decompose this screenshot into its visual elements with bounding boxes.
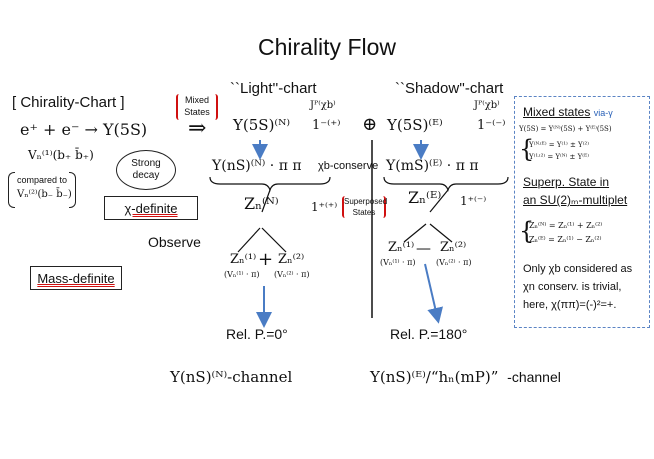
reaction-equation: e⁺ + e⁻ → Υ(5S)	[20, 120, 148, 139]
light-underbrace	[209, 176, 331, 192]
via-gamma: via-γ	[593, 108, 613, 118]
rel-p-light: Rel. P.=0°	[226, 326, 288, 342]
shadow-zb: Zₙ⁽ᴱ⁾	[408, 188, 442, 207]
shadow-y5s: Υ(5S)⁽ᴱ⁾	[387, 116, 443, 134]
shadow-relp-arrow	[424, 263, 443, 324]
side-eq1: Υ(5S) = Υ⁽ᴺ⁾(5S) + Υ⁽ᴱ⁾(5S)	[519, 125, 612, 133]
shadow-yms-pipi: Υ(mS)⁽ᴱ⁾ · π π	[386, 158, 479, 174]
side-brace-2: {	[519, 217, 535, 245]
superposed-states-box: Superposed States	[342, 196, 388, 218]
strong-decay-ellipse: Strong decay	[116, 150, 176, 190]
vb1-label: Vₙ⁽¹⁾(b₊ b̄₊)	[28, 148, 94, 162]
observe-label: Observe	[148, 234, 201, 250]
light-z2: Zₙ⁽²⁾	[278, 252, 305, 267]
mass-definite-text: Mass-definite	[37, 270, 115, 286]
light-yns-pipi: Υ(nS)⁽ᴺ⁾ · π π	[212, 158, 302, 174]
mixed-states-box: Mixed States	[176, 94, 218, 120]
light-zb: Zₙ⁽ᴺ⁾	[244, 194, 279, 213]
compared-to-text: compared to	[17, 175, 68, 185]
side-info-box: Mixed states via-γ Υ(5S) = Υ⁽ᴺ⁾(5S) + Υ⁽…	[514, 96, 650, 328]
side-eq3: Υ⁽¹ʴ²⁾ = Υ⁽ᴺ⁾ ± Υ⁽ᴱ⁾	[529, 153, 589, 161]
light-v2: (Vₙ⁽²⁾ · π)	[274, 270, 310, 279]
oplus-symbol: ⊕	[362, 114, 378, 135]
light-z1: Zₙ⁽¹⁾	[230, 252, 257, 267]
rel-p-shadow: Rel. P.=180°	[390, 326, 468, 342]
page-title: Chirality Flow	[257, 34, 397, 60]
shadow-z1: Zₙ⁽¹⁾	[388, 240, 415, 255]
jp-label-left: Jᴾ⁽χb⁾	[310, 100, 336, 111]
light-jp-z: 1⁺⁽⁺⁾	[311, 200, 338, 214]
shadow-chart-header: ``Shadow''-chart	[395, 80, 504, 97]
shadow-channel-math: Υ(nS)⁽ᴱ⁾/“hₙ(mP)”	[370, 368, 499, 386]
reaction-implies-arrow: ⇒	[188, 116, 207, 141]
side-only: Only χb considered as	[523, 263, 633, 275]
shadow-underbrace	[383, 176, 509, 192]
side-chin: χn conserv. is trivial,	[523, 281, 622, 293]
chib-conserve-label: χb-conserve	[318, 160, 379, 172]
light-chart-header: ``Light''-chart	[230, 80, 317, 97]
light-channel: Υ(nS)⁽ᴺ⁾-channel	[170, 368, 293, 386]
shadow-jp-value: 1⁻⁽⁻⁾	[477, 118, 506, 133]
jp-label-right: Jᴾ⁽χb⁾	[474, 100, 500, 111]
side-eq4: Zₙ⁽ᴺ⁾ = Zₙ⁽¹⁾ + Zₙ⁽²⁾	[529, 221, 603, 230]
chi-definite-text: χ-definite	[124, 200, 178, 216]
light-v1: (Vₙ⁽¹⁾ · π)	[224, 270, 260, 279]
strong-decay-text: Strong decay	[131, 158, 161, 181]
shadow-channel: Υ(nS)⁽ᴱ⁾/“hₙ(mP)” -channel	[370, 368, 561, 386]
side-superp-1: Superp. State in	[523, 175, 610, 189]
side-here: here, χ(ππ)=(-)²=+.	[523, 299, 617, 311]
side-superp-2: an SU(2)ₘ-multiplet	[523, 193, 628, 207]
shadow-jp-z: 1⁺⁽⁻⁾	[460, 194, 487, 208]
side-eq5: Zₙ⁽ᴱ⁾ = Zₙ⁽¹⁾ − Zₙ⁽²⁾	[529, 235, 602, 244]
shadow-channel-suffix: -channel	[507, 369, 561, 385]
shadow-v1: (Vₙ⁽¹⁾ · π)	[380, 258, 416, 267]
superposed-states-text: Superposed States	[344, 197, 388, 217]
vb2-label: Vₙ⁽²⁾(b₋ b̄₋)	[17, 189, 72, 200]
side-mixed-states-header: Mixed states via-γ	[523, 105, 613, 119]
shadow-minus: —	[416, 239, 431, 257]
mixed-states-text: Mixed States	[184, 95, 210, 117]
light-plus: +	[258, 249, 274, 270]
shadow-z2: Zₙ⁽²⁾	[440, 240, 467, 255]
side-brace-1: {	[519, 135, 535, 163]
side-eq2: Υ⁽ᴺʴᴱ⁾ = Υ⁽¹⁾ ± Υ⁽²⁾	[529, 141, 589, 149]
chi-definite-box: χ-definite	[104, 196, 198, 220]
light-jp-value: 1⁻⁽⁺⁾	[312, 118, 341, 133]
light-y5s: Υ(5S)⁽ᴺ⁾	[233, 116, 291, 134]
mass-definite-box: Mass-definite	[30, 266, 122, 290]
shadow-v2: (Vₙ⁽²⁾ · π)	[436, 258, 472, 267]
chirality-chart-label: [ Chirality-Chart ]	[12, 94, 125, 111]
